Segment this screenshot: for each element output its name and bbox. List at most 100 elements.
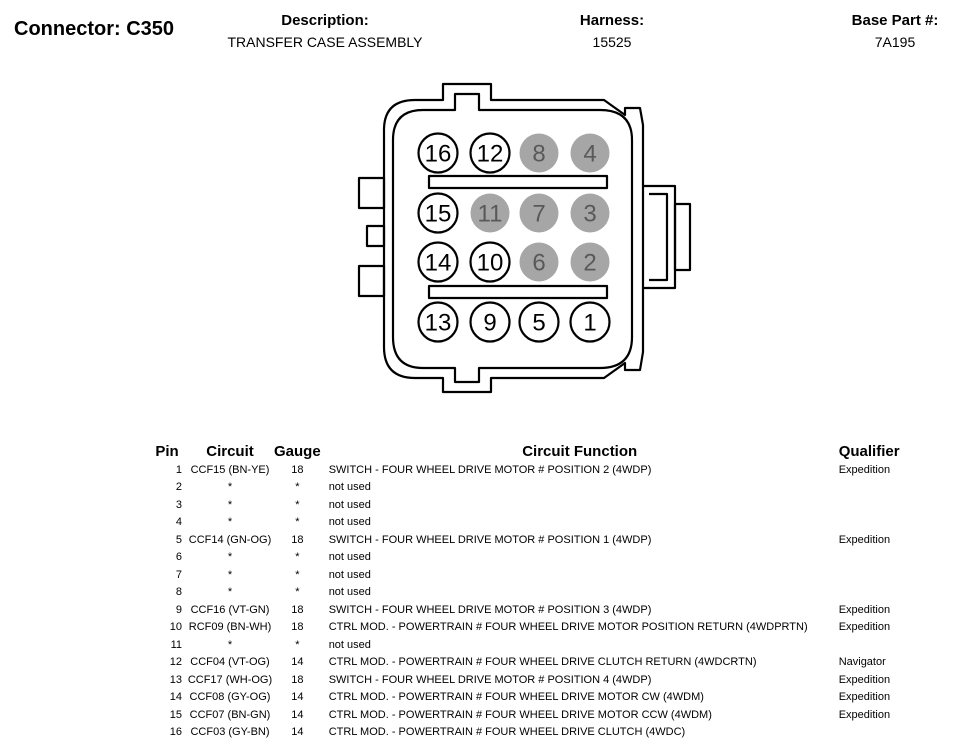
circuit-function-cell: CTRL MOD. - POWERTRAIN # FOUR WHEEL DRIV…: [328, 656, 757, 669]
pin-number-label: 12: [477, 141, 504, 168]
circuit-cell: *: [227, 586, 233, 599]
pin-number-label: 6: [532, 250, 545, 277]
pin-cavity-4: 4: [570, 133, 610, 173]
gauge-cell: *: [295, 498, 300, 511]
pin-cavity-12: 12: [469, 132, 511, 174]
circuit-function-cell: not used: [328, 516, 371, 529]
circuit-column-header: Circuit: [206, 442, 254, 460]
circuit-function-cell: not used: [328, 481, 371, 494]
pin-number-label: 10: [477, 250, 504, 277]
pin-circle: [518, 301, 560, 343]
pin-cavity-7: 7: [519, 193, 559, 233]
pin-circle: [469, 241, 511, 283]
table-row: 2**not used: [148, 479, 929, 497]
pin-number-label: 1: [583, 310, 596, 337]
pin-circle: [417, 132, 459, 174]
circuit-function-cell: SWITCH - FOUR WHEEL DRIVE MOTOR # POSITI…: [328, 673, 652, 686]
gauge-cell: 14: [291, 708, 304, 721]
gauge-cell: *: [295, 638, 300, 651]
circuit-function-cell: not used: [328, 586, 371, 599]
pin-cavity-6: 6: [519, 242, 559, 282]
gauge-column-header: Gauge: [274, 442, 321, 460]
pin-circle: [519, 133, 559, 173]
pin-number-cell: 6: [175, 551, 182, 564]
pin-circle: [519, 193, 559, 233]
circuit-function-cell: not used: [328, 551, 371, 564]
pin-circle: [470, 193, 510, 233]
pin-number-label: 13: [425, 310, 452, 337]
qualifier-cell: [839, 514, 929, 532]
gauge-cell: 18: [291, 603, 304, 616]
pin-number-cell: 5: [175, 533, 182, 546]
gauge-cell: 18: [291, 463, 304, 476]
circuit-function-cell: SWITCH - FOUR WHEEL DRIVE MOTOR # POSITI…: [328, 603, 652, 616]
qualifier-cell: Expedition: [838, 463, 891, 476]
pin-number-cell: 10: [169, 621, 182, 634]
pin-cavity-2: 2: [570, 242, 610, 282]
table-row: 8**not used: [148, 584, 929, 602]
qualifier-cell: [839, 636, 929, 654]
pin-cavity-15: 15: [417, 192, 459, 234]
pin-cavity-14: 14: [417, 241, 459, 283]
pin-circle: [417, 192, 459, 234]
circuit-function-cell: SWITCH - FOUR WHEEL DRIVE MOTOR # POSITI…: [328, 533, 652, 546]
pin-circle: [570, 193, 610, 233]
harness-value: 15525: [592, 34, 632, 50]
gauge-cell: 18: [291, 621, 304, 634]
connector-housing: [357, 82, 692, 394]
pin-cavity-16: 16: [417, 132, 459, 174]
pin-number-label: 4: [583, 141, 596, 168]
pin-number-label: 9: [483, 310, 496, 337]
qualifier-cell: [839, 566, 929, 584]
circuit-function-cell: not used: [328, 568, 371, 581]
circuit-cell: CCF14 (GN-OG): [188, 533, 272, 546]
harness-label: Harness:: [579, 12, 645, 29]
pin-number-label: 7: [532, 201, 545, 228]
circuit-cell: CCF03 (GY-BN): [190, 726, 270, 739]
circuit-function-cell: not used: [328, 498, 371, 511]
pin-number-label: 3: [583, 201, 596, 228]
pin-cavity-11: 11: [470, 193, 510, 233]
circuit-cell: *: [227, 568, 233, 581]
gauge-cell: *: [295, 586, 300, 599]
circuit-cell: *: [227, 638, 233, 651]
pin-number-label: 16: [425, 141, 452, 168]
qualifier-cell: [839, 496, 929, 514]
pin-number-cell: 2: [175, 481, 182, 494]
circuit-function-cell: CTRL MOD. - POWERTRAIN # FOUR WHEEL DRIV…: [328, 691, 704, 704]
pin-circle: [417, 301, 459, 343]
pin-circle: [417, 241, 459, 283]
circuit-cell: RCF09 (BN-WH): [188, 621, 272, 634]
circuit-cell: *: [227, 498, 233, 511]
pin-number-cell: 4: [175, 516, 182, 529]
table-row: 4**not used: [148, 514, 929, 532]
qualifier-cell: Expedition: [838, 603, 891, 616]
gauge-cell: 14: [291, 726, 304, 739]
circuit-cell: CCF04 (VT-OG): [190, 656, 270, 669]
description-value: TRANSFER CASE ASSEMBLY: [227, 34, 423, 50]
pin-number-cell: 13: [169, 673, 182, 686]
pin-cavity-9: 9: [469, 301, 511, 343]
pin-number-cell: 1: [175, 463, 182, 476]
table-row: 7**not used: [148, 566, 929, 584]
gauge-cell: *: [295, 516, 300, 529]
pin-circle: [569, 301, 611, 343]
table-row: 10 RCF09 (BN-WH) 18 CTRL MOD. - POWERTRAIN …: [148, 619, 929, 637]
circuit-cell: CCF08 (GY-OG): [189, 691, 271, 704]
gauge-cell: 18: [291, 533, 304, 546]
table-row: 3**not used: [148, 496, 929, 514]
pin-number-cell: 11: [170, 638, 182, 651]
pin-circle: [570, 242, 610, 282]
pin-number-label: 14: [425, 250, 452, 277]
table-row: 11 * * not used: [148, 636, 929, 654]
circuit-function-cell: CTRL MOD. - POWERTRAIN # FOUR WHEEL DRIV…: [328, 621, 808, 634]
pin-circle: [469, 301, 511, 343]
circuit-cell: *: [227, 551, 233, 564]
circuit-function-cell: not used: [328, 638, 371, 651]
